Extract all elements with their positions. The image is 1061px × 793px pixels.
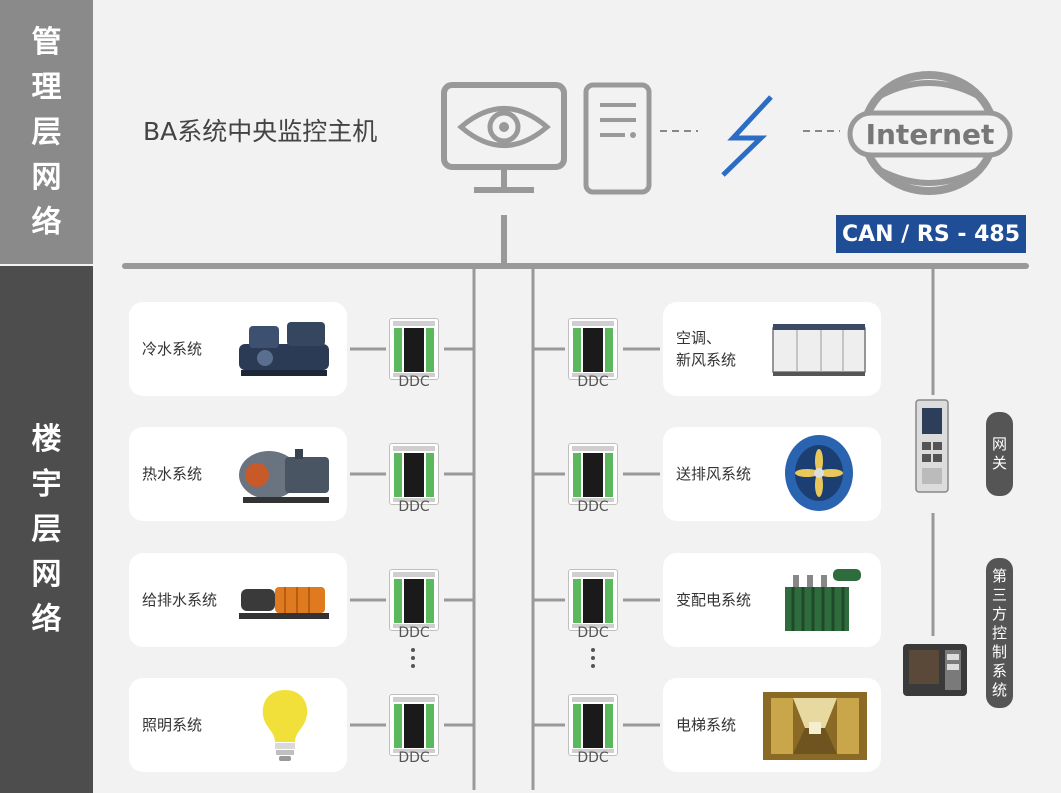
- ddc-controller-icon: [389, 694, 439, 756]
- ddc-label: DDC: [398, 625, 430, 641]
- building-layer-label: 楼宇层网络: [31, 422, 62, 637]
- lightning-icon: [721, 95, 773, 177]
- ddc-label: DDC: [577, 374, 609, 390]
- ddc-label: DDC: [577, 625, 609, 641]
- bus-protocol-label: CAN / RS - 485: [836, 215, 1026, 253]
- system-label: 照明系统: [142, 716, 203, 734]
- boiler-image: [239, 449, 329, 503]
- ddc-label: DDC: [577, 499, 609, 515]
- system-card-hot-water: 热水系统: [129, 427, 347, 521]
- ddc-label: DDC: [398, 374, 430, 390]
- chiller-image: [239, 322, 329, 376]
- system-card-elevator: 电梯系统: [663, 678, 881, 772]
- system-label: 变配电系统: [676, 591, 752, 609]
- system-label: 电梯系统: [676, 716, 737, 734]
- ddc-controller-icon: [568, 569, 618, 631]
- more-ddc-right: [590, 648, 596, 672]
- ddc-controller-icon: [568, 694, 618, 756]
- monitor-eye-icon: [441, 82, 567, 193]
- system-card-chiller: 冷水系统: [129, 302, 347, 396]
- system-label: 给排水系统: [142, 591, 218, 609]
- gateway-device-icon: [915, 399, 949, 493]
- central-host-label: BA系统中央监控主机: [143, 117, 378, 146]
- ddc-controller-icon: [389, 318, 439, 380]
- third-party-label: 第三方控制系统: [986, 558, 1013, 708]
- system-card-water-supply: 给排水系统: [129, 553, 347, 647]
- elevator-hall-image: [763, 692, 867, 760]
- system-card-ventilation: 送排风系统: [663, 427, 881, 521]
- more-ddc-left: [410, 648, 416, 672]
- system-label: 空调、 新风系统: [676, 329, 737, 369]
- system-label: 送排风系统: [676, 465, 752, 483]
- management-layer-label: 管理层网络: [31, 24, 62, 240]
- internet-globe-icon: [847, 71, 1013, 195]
- building-layer-band: 楼宇层网络: [0, 266, 93, 793]
- ddc-label: DDC: [398, 750, 430, 766]
- axial-fan-image: [785, 435, 853, 511]
- ddc-controller-icon: [568, 318, 618, 380]
- pump-image: [239, 587, 329, 619]
- internet-label: Internet: [865, 117, 995, 151]
- ddc-controller-icon: [389, 569, 439, 631]
- light-bulb-image: [262, 690, 308, 761]
- system-label: 热水系统: [142, 465, 203, 483]
- server-icon: [583, 82, 652, 195]
- system-card-lighting: 照明系统: [129, 678, 347, 772]
- ddc-label: DDC: [577, 750, 609, 766]
- third-party-device-icon: [903, 644, 967, 696]
- system-card-air-conditioning: 空调、 新风系统: [663, 302, 881, 396]
- system-card-power-distribution: 变配电系统: [663, 553, 881, 647]
- ddc-controller-icon: [568, 443, 618, 505]
- ahu-image: [772, 324, 866, 376]
- transformer-image: [785, 569, 861, 631]
- ddc-label: DDC: [398, 499, 430, 515]
- ddc-controller-icon: [389, 443, 439, 505]
- system-label: 冷水系统: [142, 340, 203, 358]
- gateway-label: 网关: [986, 412, 1013, 496]
- management-layer-band: 管理层网络: [0, 0, 93, 264]
